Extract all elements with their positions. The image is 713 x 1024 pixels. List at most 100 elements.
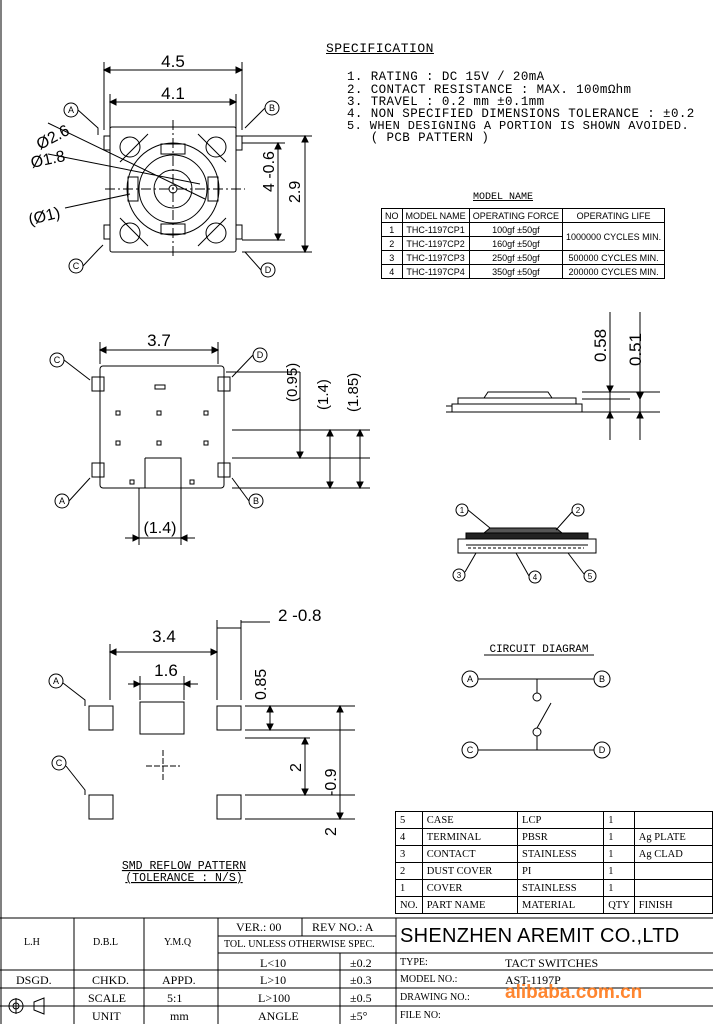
parts-header-qty: QTY — [603, 896, 635, 914]
part-finish — [633, 879, 713, 897]
circuit-node-b: B — [599, 674, 605, 684]
circuit-node-a: A — [467, 674, 473, 684]
table-row: 2 DUST COVER PI 1 — [395, 862, 713, 880]
dim-smd-09: -0.9 — [323, 768, 340, 796]
marker-part-2: 2 — [576, 506, 581, 515]
spec-line-3: 3. TRAVEL : 0.2 mm ±0.1mm — [347, 95, 545, 109]
part-material: STAINLESS — [517, 845, 605, 863]
part-name: CONTACT — [421, 845, 519, 863]
table-row: 4 THC-1197CP4 350gf ±50gf 200000 CYCLES … — [381, 264, 666, 279]
model-force: 250gf ±50gf — [468, 250, 564, 265]
part-qty: 1 — [603, 845, 635, 863]
title-block-grid — [0, 917, 713, 1024]
model-table: NO MODEL NAME OPERATING FORCE OPERATING … — [381, 208, 666, 279]
part-material: STAINLESS — [517, 879, 605, 897]
model-force: 160gf ±50gf — [468, 236, 564, 251]
model-header-force: OPERATING FORCE — [468, 208, 564, 223]
marker-part-1: 1 — [460, 506, 465, 515]
dim-side-185: (1.85) — [345, 373, 362, 412]
dim-smd-2b: 2 — [323, 827, 340, 836]
spec-line-4: 4. NON SPECIFIED DIMENSIONS TOLERANCE : … — [347, 107, 695, 121]
marker-d-top: D — [265, 265, 272, 275]
table-row: 1 THC-1197CP1 100gf ±50gf 1000000 CYCLES… — [381, 222, 666, 251]
smd-subtitle: (TOLERANCE : N/S) — [125, 872, 242, 885]
dim-smd-34: 3.4 — [152, 627, 176, 646]
spec-line-1: 1. RATING : DC 15V / 20mA — [347, 70, 545, 84]
model-name: THC-1197CP1 — [401, 222, 470, 237]
dim-smd-2-08: 2 -0.8 — [278, 606, 321, 625]
dim-dia-18: Ø1.8 — [29, 148, 67, 172]
model-force: 100gf ±50gf — [468, 222, 564, 237]
part-qty: 1 — [603, 862, 635, 880]
marker-b-bottom: B — [253, 496, 259, 506]
bottom-view — [91, 342, 370, 545]
dim-height-4: 4 -0.6 — [261, 151, 278, 192]
parts-header-no: NO. — [395, 896, 423, 914]
dim-smd-2: 2 — [288, 763, 305, 772]
part-material: PBSR — [517, 828, 605, 846]
model-table-title: MODEL NAME — [473, 192, 534, 203]
circuit-node-d: D — [599, 745, 606, 755]
spec-line-6: ( PCB PATTERN ) — [347, 131, 490, 145]
marker-a-bottom: A — [59, 496, 65, 506]
dim-profile-051: 0.51 — [626, 333, 645, 366]
part-no: 4 — [395, 828, 423, 846]
table-row: 4 TERMINAL PBSR 1 Ag PLATE — [395, 828, 713, 846]
part-qty: 1 — [603, 811, 635, 829]
parts-header-material: MATERIAL — [517, 896, 605, 914]
dim-side-095: (0.95) — [284, 363, 301, 402]
part-no: 3 — [395, 845, 423, 863]
smd-pattern — [48, 620, 355, 821]
model-life: 200000 CYCLES MIN. — [562, 264, 666, 279]
table-row: 3 THC-1197CP3 250gf ±50gf 500000 CYCLES … — [381, 250, 666, 265]
marker-c-bottom: C — [54, 355, 61, 365]
model-no: 1 — [381, 222, 403, 237]
model-no: 4 — [381, 264, 403, 279]
model-life: 500000 CYCLES MIN. — [562, 250, 666, 265]
circuit-node-c: C — [467, 745, 474, 755]
part-name: DUST COVER — [421, 862, 519, 880]
table-row: 2 THC-1197CP2 160gf ±50gf — [381, 236, 665, 251]
parts-table: 5 CASE LCP 1 4 TERMINAL PBSR 1 Ag PLATE … — [395, 811, 713, 914]
dim-profile-058: 0.58 — [591, 329, 610, 362]
marker-a-smd: A — [53, 676, 59, 686]
part-qty: 1 — [603, 828, 635, 846]
side-profile — [446, 312, 660, 440]
marker-d-bottom: D — [257, 350, 264, 360]
circuit-title: CIRCUIT DIAGRAM — [489, 644, 588, 656]
dim-smd-16: 1.6 — [154, 661, 178, 680]
table-row: 3 CONTACT STAINLESS 1 Ag CLAD — [395, 845, 713, 863]
circuit-diagram — [461, 654, 611, 759]
top-view — [47, 62, 312, 258]
part-material: PI — [517, 862, 605, 880]
dim-outer-width: 4.5 — [161, 52, 185, 71]
spec-line-5: 5. WHEN DESIGNING A PORTION IS SHOWN AVO… — [347, 119, 690, 133]
company-name: SHENZHEN AREMIT CO.,LTD — [400, 925, 680, 947]
top-view-markers — [63, 100, 280, 278]
marker-c-top: C — [73, 261, 80, 271]
marker-part-5: 5 — [588, 572, 593, 581]
marker-b-top: B — [269, 103, 275, 113]
model-header-life: OPERATING LIFE — [562, 208, 666, 223]
marker-part-4: 4 — [533, 573, 538, 582]
part-no: 2 — [395, 862, 423, 880]
dim-smd-085: 0.85 — [253, 669, 270, 700]
marker-c-smd: C — [56, 758, 63, 768]
smd-title: SMD REFLOW PATTERN — [122, 860, 246, 873]
spec-title: SPECIFICATION — [326, 41, 434, 56]
projection-symbol-icon — [8, 997, 45, 1015]
part-finish: Ag CLAD — [633, 845, 713, 863]
dim-inner-width: 4.1 — [161, 84, 185, 103]
table-row: 1 COVER STAINLESS 1 — [395, 879, 713, 897]
model-header-name: MODEL NAME — [401, 208, 470, 223]
model-header-no: NO — [381, 208, 403, 223]
model-name: THC-1197CP3 — [401, 250, 470, 265]
model-name: THC-1197CP2 — [401, 236, 470, 251]
part-no: 5 — [395, 811, 423, 829]
part-finish — [633, 811, 713, 829]
spec-line-2: 2. CONTACT RESISTANCE : MAX. 100mΩhm — [347, 83, 632, 97]
part-name: CASE — [421, 811, 519, 829]
watermark: alibaba.com.cn — [505, 982, 643, 1003]
section-view — [452, 503, 597, 584]
